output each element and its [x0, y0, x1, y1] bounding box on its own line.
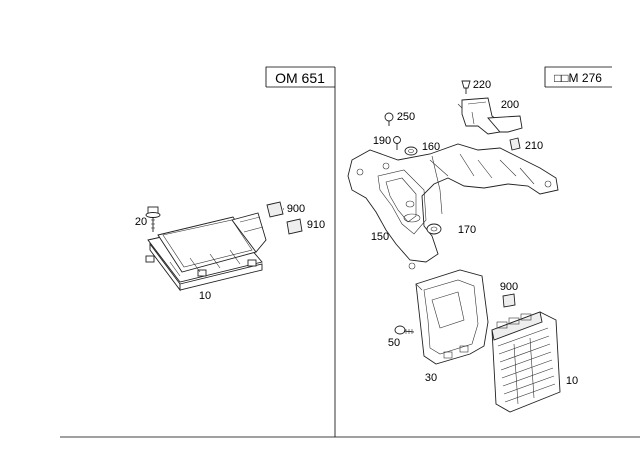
right-grommet-170 — [426, 223, 442, 235]
right-clip-220 — [461, 80, 471, 94]
callout-right-10: 10 — [566, 375, 578, 387]
callout-right-220: 220 — [473, 79, 491, 91]
right-bracket-200 — [457, 97, 523, 135]
callout-left-10: 10 — [199, 290, 211, 302]
callout-left-900: 900 — [287, 203, 305, 215]
callout-right-900: 900 — [500, 281, 518, 293]
right-bolt-190 — [393, 136, 401, 150]
right-ecu-10 — [491, 311, 561, 413]
callout-right-30: 30 — [425, 372, 437, 384]
right-nut-250 — [384, 112, 394, 126]
callout-right-50: 50 — [388, 337, 400, 349]
callout-right-250: 250 — [397, 111, 415, 123]
right-frame-150 — [347, 143, 559, 270]
right-grommet-160 — [404, 146, 418, 156]
callout-left-20: 20 — [135, 216, 147, 228]
left-control-unit — [145, 212, 267, 292]
left-connector-910 — [286, 218, 303, 235]
left-engine-header: OM 651 — [265, 66, 335, 88]
callout-right-210: 210 — [525, 140, 543, 152]
right-engine-header: □□M 276 — [544, 66, 612, 88]
left-engine-label: OM 651 — [275, 70, 325, 86]
callout-right-150: 150 — [371, 231, 389, 243]
right-clip-210 — [509, 137, 521, 151]
left-bolt-20 — [145, 206, 161, 232]
callout-right-200: 200 — [501, 99, 519, 111]
callout-left-910: 910 — [307, 219, 325, 231]
callout-right-160: 160 — [422, 141, 440, 153]
callout-right-170: 170 — [458, 224, 476, 236]
right-bolt-50 — [394, 325, 415, 335]
right-connector-900 — [502, 293, 516, 308]
right-ecu-bracket-30 — [415, 269, 489, 365]
right-engine-label: □□M 276 — [554, 71, 602, 85]
callout-right-190: 190 — [373, 135, 391, 147]
left-connector-900 — [266, 201, 284, 218]
